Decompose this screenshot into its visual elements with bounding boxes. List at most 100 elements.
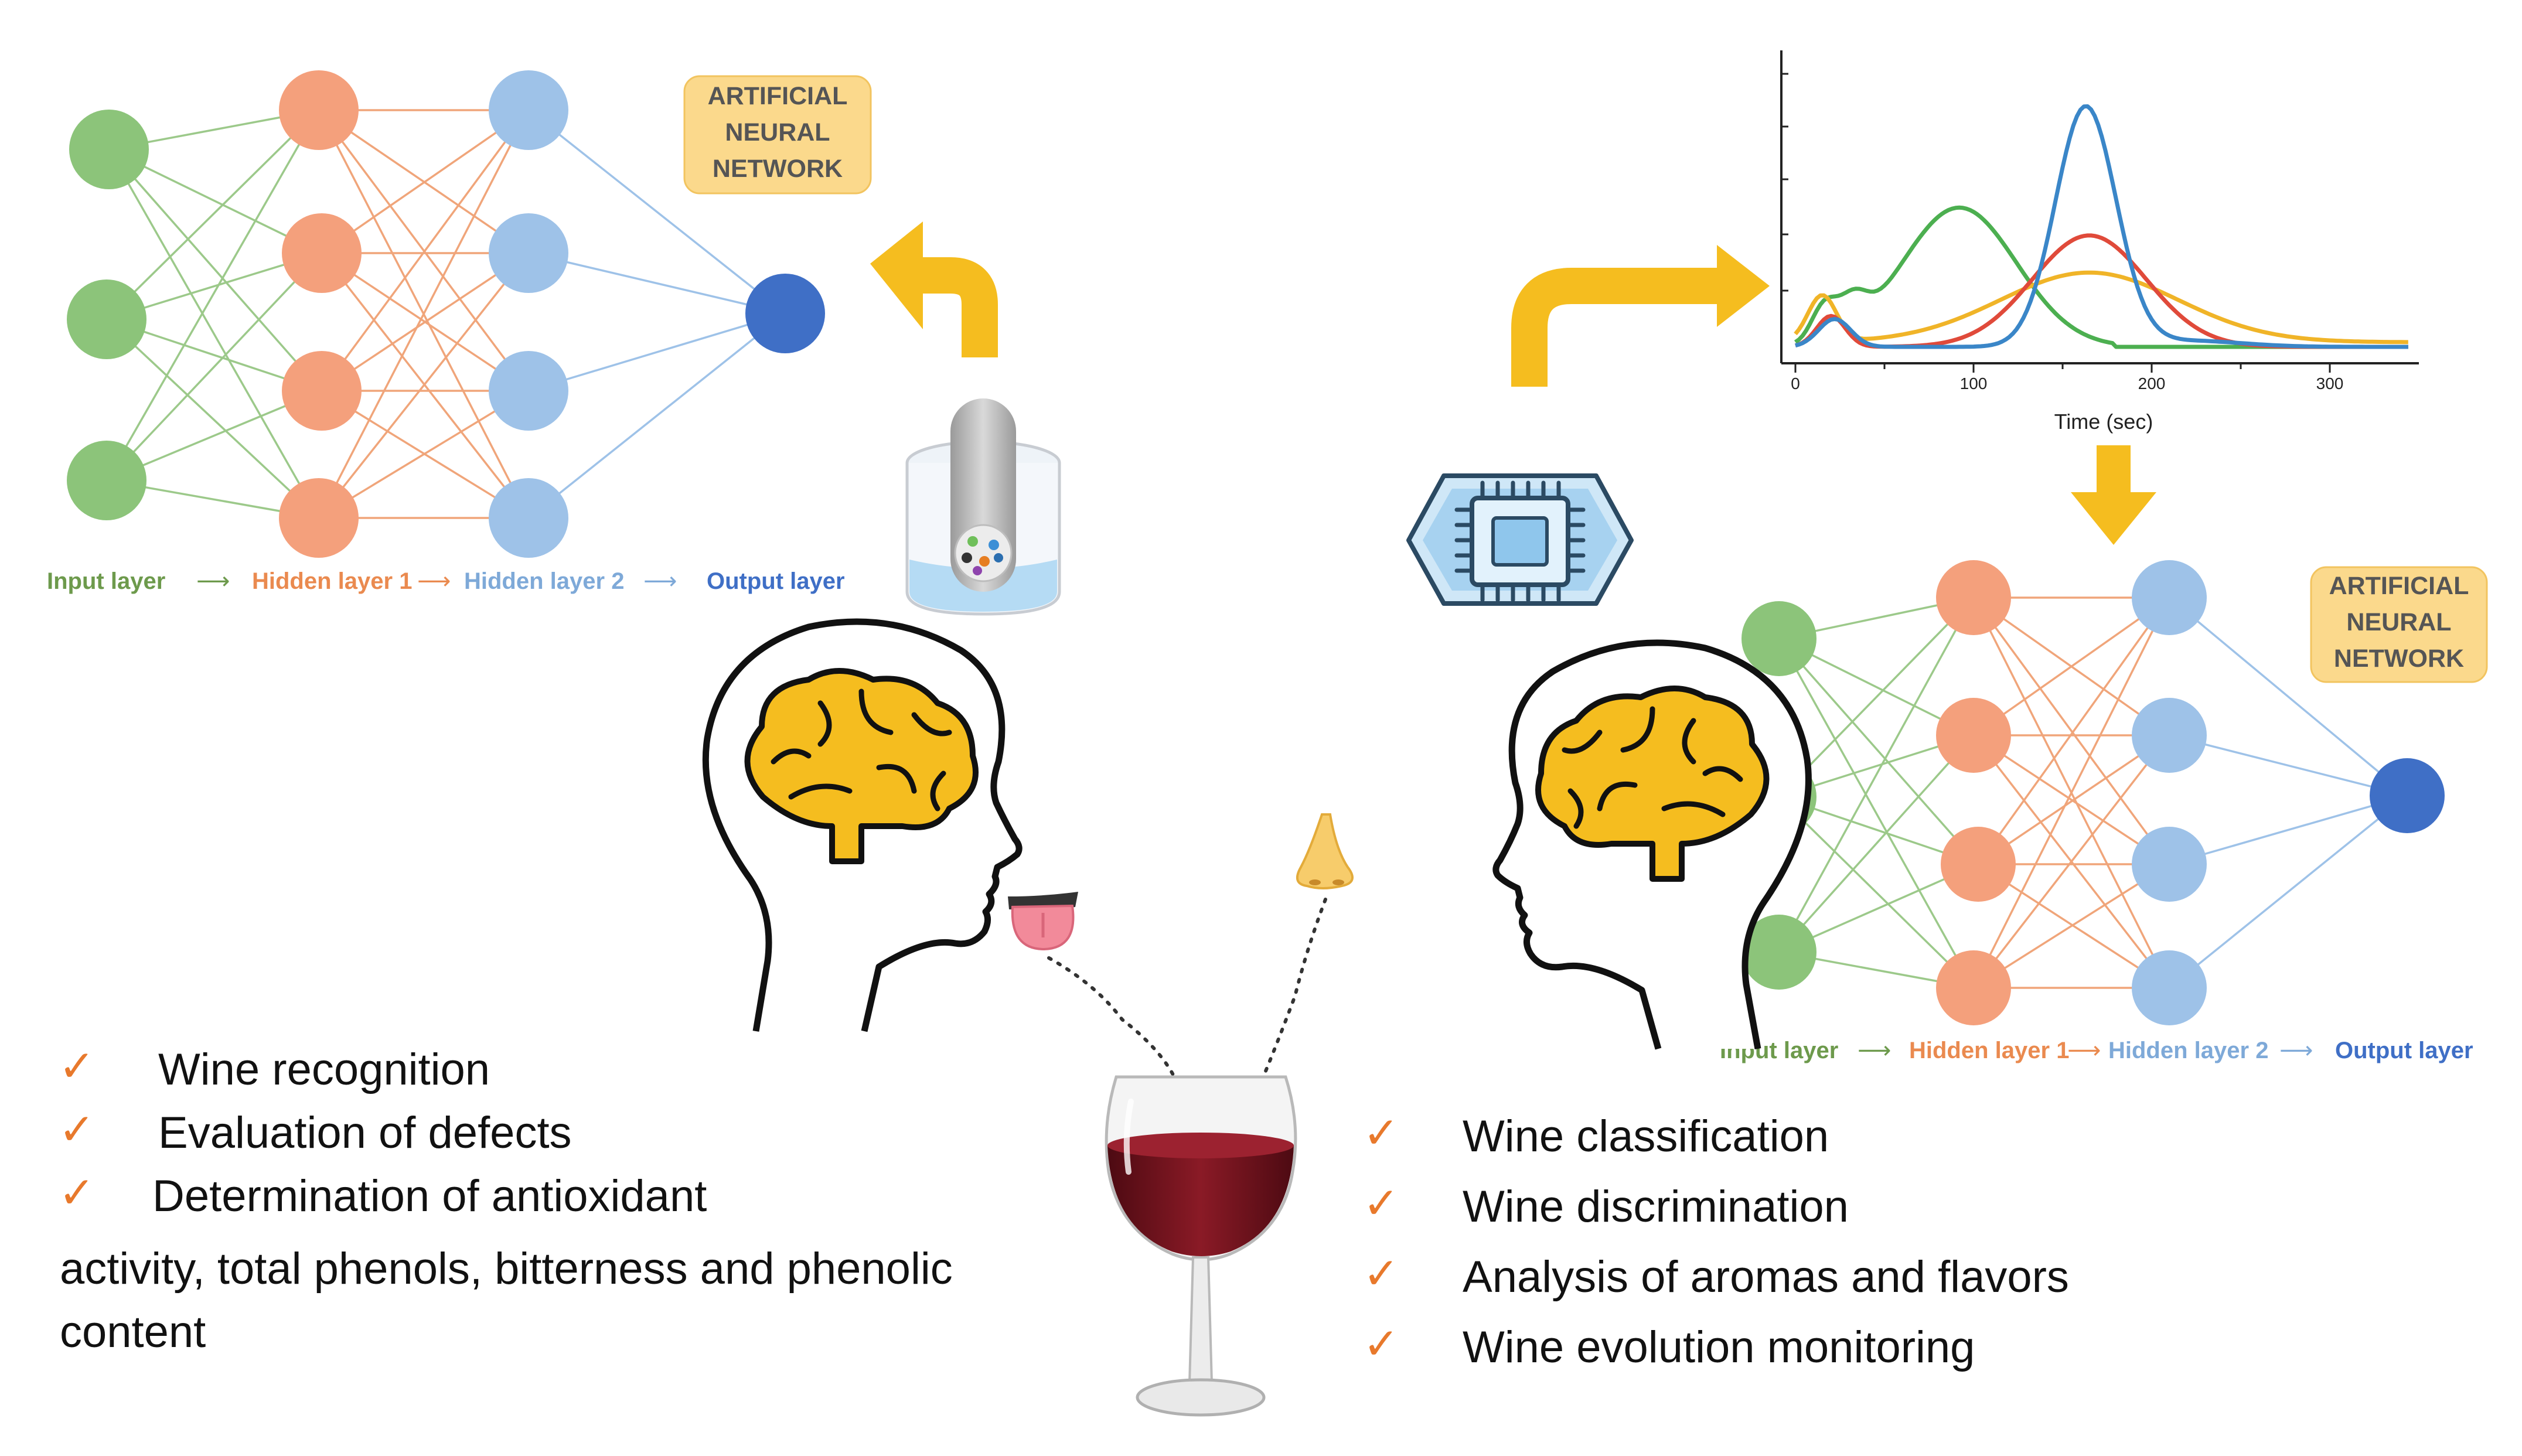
hidden1-node <box>282 213 362 293</box>
network-connection <box>1972 734 2170 989</box>
network-connection <box>321 109 530 392</box>
ann-right-title-line2: NEURAL <box>2346 608 2451 636</box>
right-application-list: ✓ Wine classification ✓Wine discriminatio… <box>1363 1102 2069 1383</box>
network-connection <box>2169 734 2408 797</box>
network-connection <box>2169 795 2408 865</box>
down-arrow-icon <box>2071 445 2156 545</box>
list-item: ✓Wine recognition <box>59 1038 707 1102</box>
input-node <box>1741 915 1816 990</box>
network-connection <box>321 252 529 392</box>
wine-glass-icon <box>1105 1075 1297 1417</box>
x-tick-label: 300 <box>2316 374 2344 393</box>
network-connection <box>528 252 786 315</box>
chromatogram-chart: 0 100 200 300 Time (sec) <box>1780 50 2419 434</box>
arrow-icon: ⟶ <box>2067 1038 2101 1063</box>
network-connection <box>2168 596 2408 797</box>
x-tick-label: 0 <box>1791 374 1800 393</box>
hidden1-node <box>1936 950 2011 1025</box>
network-connection <box>321 252 530 519</box>
ann-right-title-line3: NETWORK <box>2334 645 2464 673</box>
network-connection <box>1778 597 1975 953</box>
arrow-icon: ⟶ <box>1858 1038 1891 1063</box>
ann-left-hidden1-label: Hidden layer 1 <box>252 568 412 594</box>
chart-curve-green <box>1794 205 2408 349</box>
ann-left-input-label: Input layer <box>47 568 165 594</box>
chart-x-ticks: 0 100 200 300 <box>1791 363 2343 393</box>
hidden2-node <box>2132 950 2207 1025</box>
network-connection <box>2168 795 2408 989</box>
output-node <box>745 274 825 353</box>
x-tick-label: 100 <box>1960 374 1988 393</box>
ann-left-title-line2: NEURAL <box>725 118 830 146</box>
ann-right-hidden1-label: Hidden layer 1 <box>1909 1038 2069 1063</box>
network-connection <box>318 110 530 519</box>
electronic-tongue-beaker-icon <box>905 398 1061 616</box>
input-node <box>69 110 149 189</box>
arrow-icon: ⟶ <box>643 568 677 594</box>
ann-left-edges <box>105 109 786 519</box>
hidden2-node <box>2132 827 2207 902</box>
ann-right-title-line1: ARTIFICIAL <box>2329 572 2469 600</box>
network-connection <box>1972 596 2170 736</box>
x-tick-label: 200 <box>2138 374 2166 393</box>
hidden2-node <box>489 70 568 150</box>
list-item: ✓Wine discrimination <box>1363 1172 2069 1242</box>
ann-left-hidden2-label: Hidden layer 2 <box>464 568 624 594</box>
ann-left-output-label: Output layer <box>707 568 845 594</box>
ann-left-layer-labels: Input layer ⟶ Hidden layer 1 ⟶ Hidden la… <box>47 568 845 594</box>
checkmark-icon: ✓ <box>59 1042 96 1090</box>
hidden2-node <box>489 478 568 558</box>
network-connection <box>1973 734 2170 865</box>
network-connection <box>527 109 786 315</box>
tongue-icon <box>1008 892 1078 951</box>
ann-left-badge: ARTIFICIAL NEURAL NETWORK <box>683 75 872 195</box>
hidden1-node <box>282 351 362 431</box>
network-connection <box>321 109 529 254</box>
ann-right-layer-labels: Input layer ⟶ Hidden layer 1 ⟶ Hidden la… <box>1720 1038 2473 1063</box>
list-item-label: Wine evolution monitoring <box>1463 1322 1975 1372</box>
left-application-list: ✓Wine recognition ✓Evaluation of defects… <box>59 1038 707 1228</box>
checkmark-icon: ✓ <box>59 1168 96 1217</box>
taste-dotted-path <box>1047 956 1177 1080</box>
checkmark-icon: ✓ <box>1363 1319 1400 1368</box>
chart-curve-yellow <box>1794 270 2408 345</box>
network-connection <box>1972 597 2170 988</box>
nose-icon <box>1296 813 1354 889</box>
chart-curve-red <box>1794 233 2408 349</box>
hidden1-node <box>279 70 359 150</box>
microchip-icon <box>1406 473 1634 606</box>
chart-x-axis-label: Time (sec) <box>2054 410 2153 434</box>
network-connection <box>1778 796 1975 989</box>
hidden1-node <box>1936 560 2011 635</box>
hidden2-node <box>2132 698 2207 773</box>
curved-arrow-icon <box>870 221 998 357</box>
list-item: ✓Evaluation of defects <box>59 1102 707 1165</box>
chart-curve-blue <box>1795 104 2408 349</box>
ann-right-badge: ARTIFICIAL NEURAL NETWORK <box>2310 566 2488 683</box>
list-item-label: Wine classification <box>1463 1111 1829 1161</box>
network-connection <box>1973 863 2170 989</box>
list-item-label: Wine discrimination <box>1463 1182 1849 1232</box>
chart-y-ticks <box>1781 73 1788 292</box>
hidden1-node <box>1941 827 2016 902</box>
network-connection <box>1978 863 2170 989</box>
input-node <box>1741 601 1816 676</box>
network-connection <box>105 318 320 519</box>
hidden2-node <box>489 213 568 293</box>
input-node <box>67 279 146 359</box>
arrow-icon: ⟶ <box>2279 1038 2313 1063</box>
ann-right-network: ARTIFICIAL NEURAL NETWORK Input layer ⟶ … <box>1720 560 2488 1063</box>
hidden1-node <box>1936 698 2011 773</box>
arrow-icon: ⟶ <box>196 568 230 594</box>
smell-dotted-path <box>1261 898 1327 1080</box>
network-connection <box>527 312 786 519</box>
network-connection <box>1977 596 2170 865</box>
list-item-label: Determination of antioxidant <box>152 1171 707 1221</box>
network-connection <box>105 109 320 320</box>
left-list-continuation-line2: content <box>60 1307 206 1357</box>
curved-arrow-icon <box>1511 245 1770 387</box>
ann-left-network: ARTIFICIAL NEURAL NETWORK Input layer ⟶ … <box>47 70 872 594</box>
network-connection <box>528 312 786 392</box>
